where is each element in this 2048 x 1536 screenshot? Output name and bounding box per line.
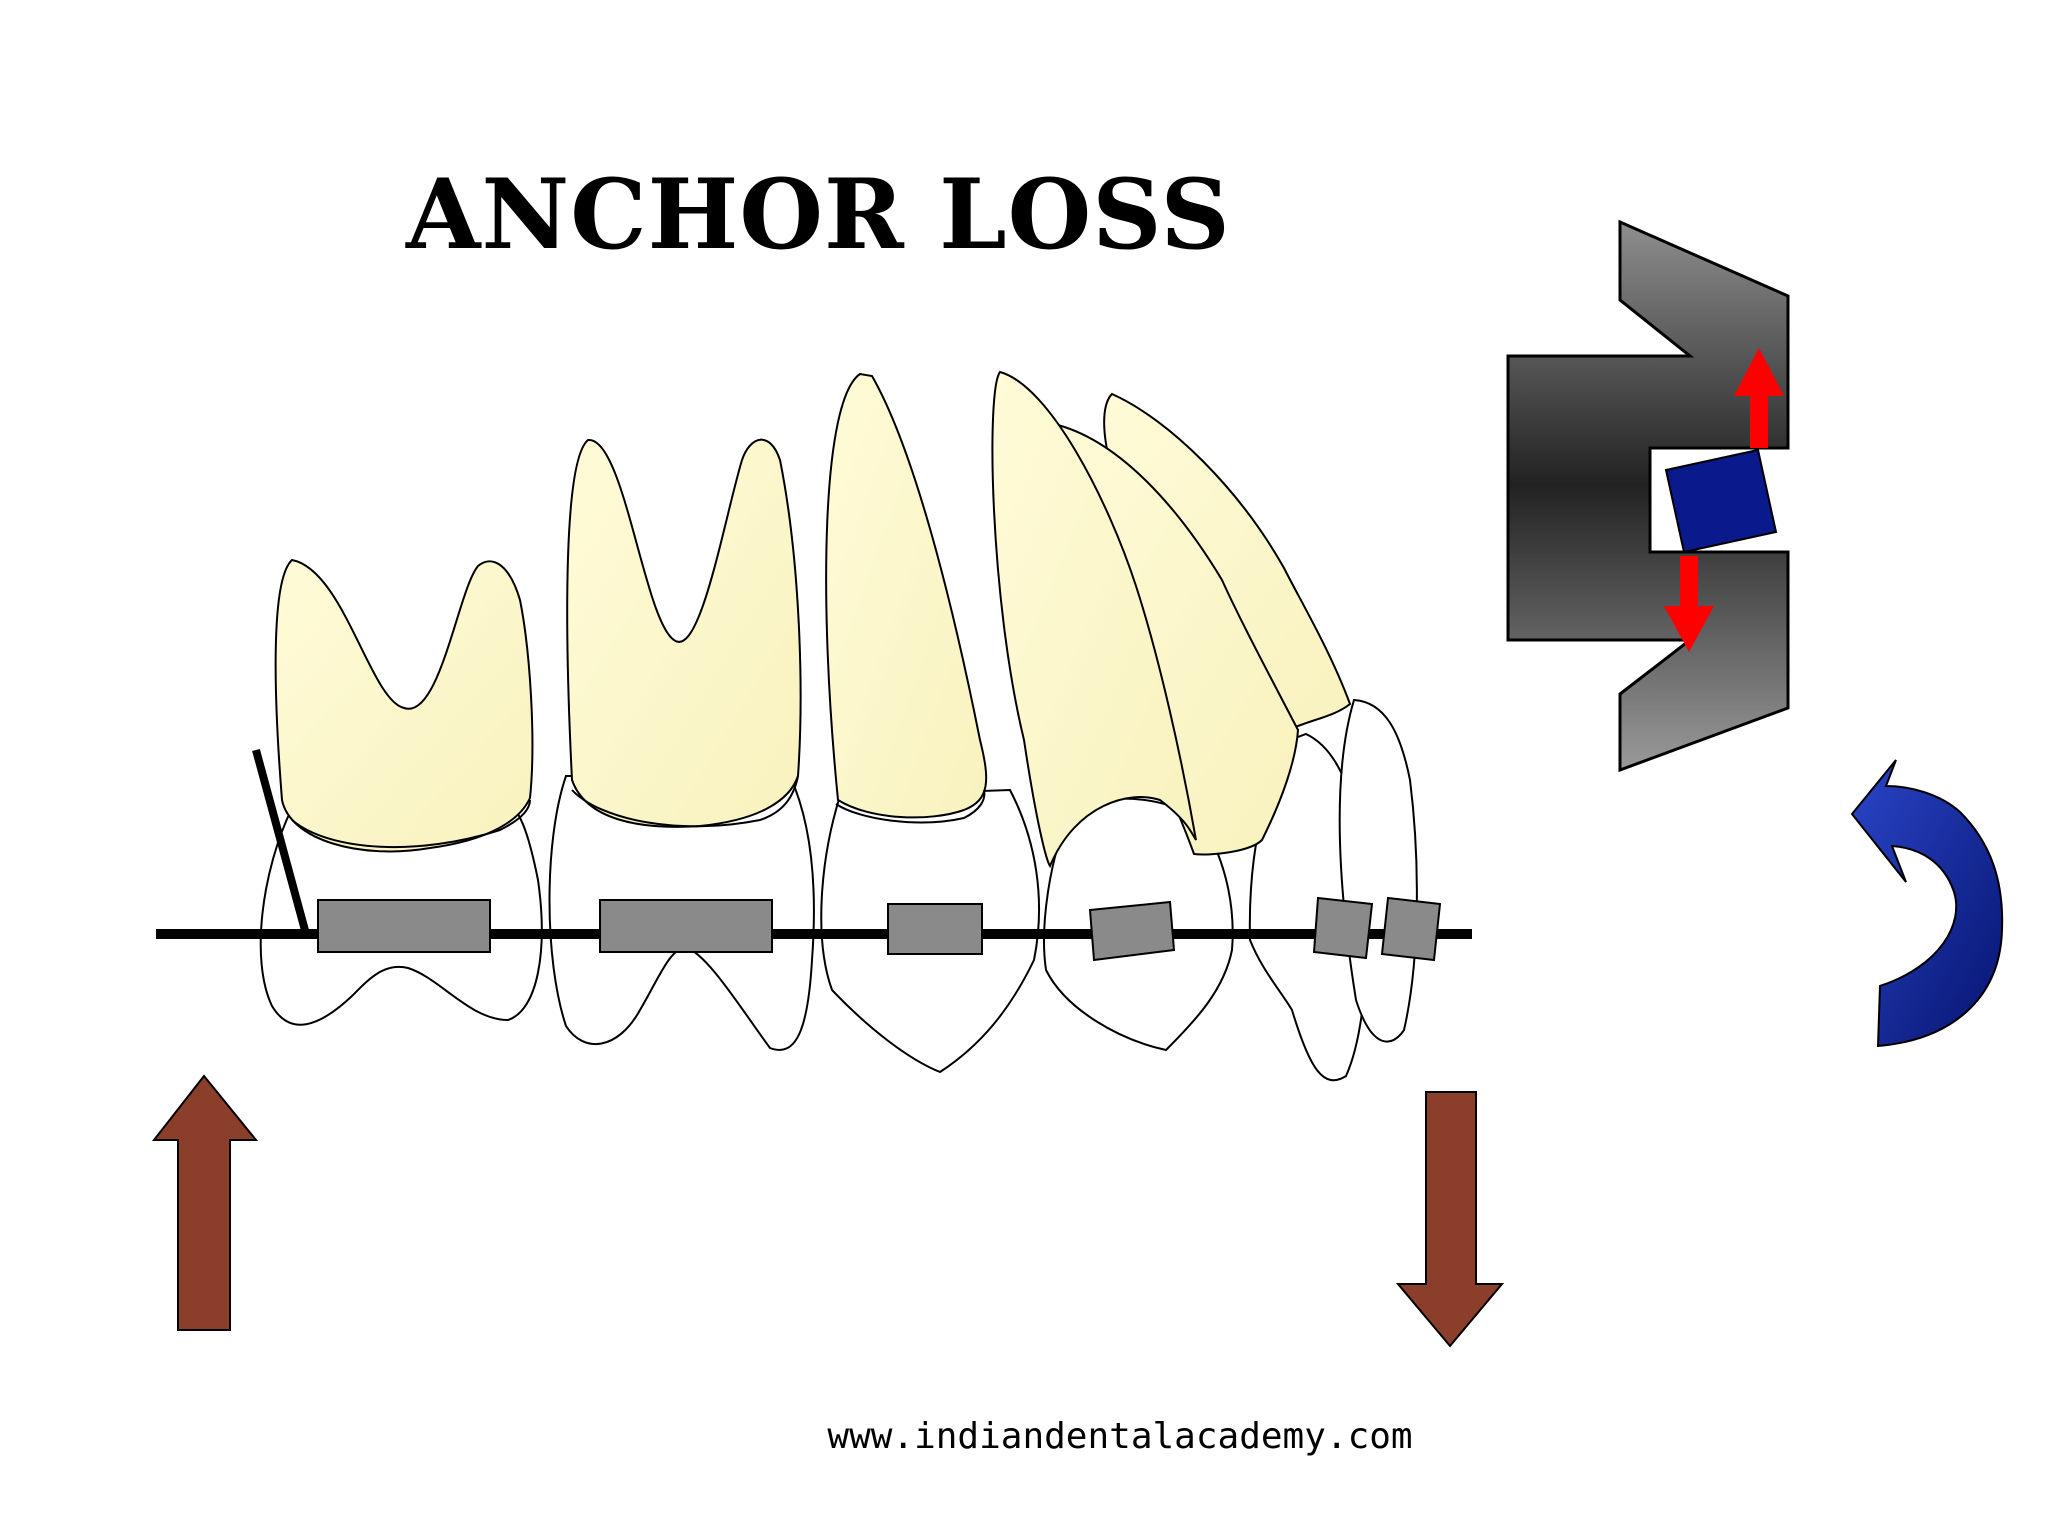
molar-crown-2: [566, 438, 802, 828]
incisor-crown: [991, 370, 1197, 869]
bracket-slot-inset: [1506, 219, 1790, 773]
bracket-slot-body: [1506, 219, 1790, 773]
bracket-lateral: [1312, 896, 1374, 960]
wire-cross-section: [1664, 448, 1778, 554]
slide-title: ANCHOR LOSS: [406, 158, 1231, 271]
molar-crown-1: [274, 558, 534, 853]
bracket-central: [1380, 896, 1442, 962]
wire-end-bend: [252, 748, 310, 936]
tooth-crowns: [274, 370, 1352, 869]
bracket-molar-1: [317, 899, 491, 953]
curved-rotation-arrow: [1850, 759, 2004, 1048]
red-down-arrow: [1664, 556, 1714, 652]
crown-cusp-lines: [291, 775, 986, 849]
red-up-arrow: [1734, 348, 1784, 448]
brackets: [317, 896, 1442, 962]
bracket-premolar: [887, 903, 983, 955]
force-down-arrow: [1395, 1091, 1505, 1348]
bracket-molar-2: [599, 899, 773, 953]
bracket-canine: [1088, 900, 1176, 962]
footer-url[interactable]: www.indiandentalacademy.com: [827, 1416, 1413, 1457]
force-up-arrow: [151, 1074, 259, 1331]
premolar-crown: [825, 372, 988, 819]
